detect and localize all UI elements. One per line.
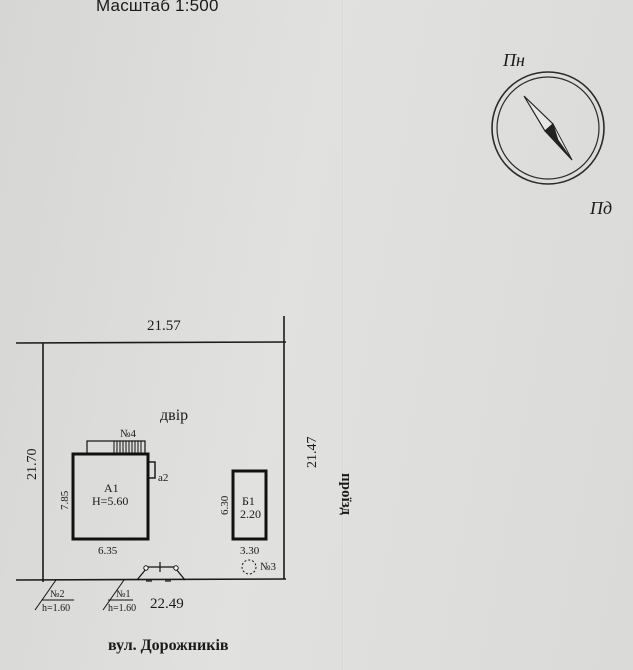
left-length-label: 21.70 (25, 449, 40, 481)
bottom-length-label: 22.49 (150, 596, 184, 612)
right-length-label: 21.47 (305, 437, 320, 469)
top-length-label: 21.57 (147, 318, 181, 334)
building-b1-outline (231, 469, 268, 541)
plot-boundary (15, 316, 287, 582)
building-b1-name: Б1 (242, 494, 255, 508)
compass-south-label: Пд (589, 198, 612, 218)
porch-outline (86, 440, 146, 455)
street-label: вул. Дорожників (108, 637, 229, 654)
well-marker: №3 (241, 559, 276, 575)
annex-label: а2 (158, 472, 168, 484)
paper-fold (342, 0, 344, 670)
compass-needle-south-half (552, 123, 573, 161)
marker-3-label: №3 (260, 561, 276, 573)
annex-a2-outline (147, 461, 156, 479)
compass-needle-north (523, 95, 554, 132)
porch-steps (113, 441, 142, 454)
marker-2-height: h=1.60 (42, 603, 70, 614)
porch-label: №4 (120, 428, 136, 440)
marker-2-label: №2 (50, 589, 65, 600)
compass-inner-ring (496, 76, 600, 180)
marker-1-height: h=1.60 (108, 603, 136, 614)
well-icon (241, 559, 257, 575)
gate (136, 562, 186, 582)
building-a1: №4 а2 А1 Н=5.60 7.85 6.35 (59, 428, 168, 557)
building-b1-height: 2.20 (240, 507, 261, 521)
building-a1-depth: 7.85 (59, 490, 71, 510)
marker-1-label: №1 (116, 589, 131, 600)
building-b1-depth: 6.30 (219, 495, 231, 515)
yard-label: двір (160, 407, 188, 424)
scale-title: Масштаб 1:500 (96, 0, 219, 15)
right-side-label: проїзд (338, 473, 354, 515)
marker-2: №2 h=1.60 (34, 579, 74, 614)
building-b1-width: 3.30 (240, 545, 260, 557)
marker-1: №1 h=1.60 (102, 579, 136, 614)
building-a1-name: А1 (104, 481, 119, 495)
building-a1-width: 6.35 (98, 545, 118, 557)
compass-north-label: Пн (502, 50, 525, 70)
building-b1: Б1 2.20 6.30 3.30 (219, 469, 268, 557)
compass-outer-ring (491, 71, 605, 185)
compass: Пн Пд (491, 50, 612, 218)
building-a1-height: Н=5.60 (92, 494, 128, 508)
